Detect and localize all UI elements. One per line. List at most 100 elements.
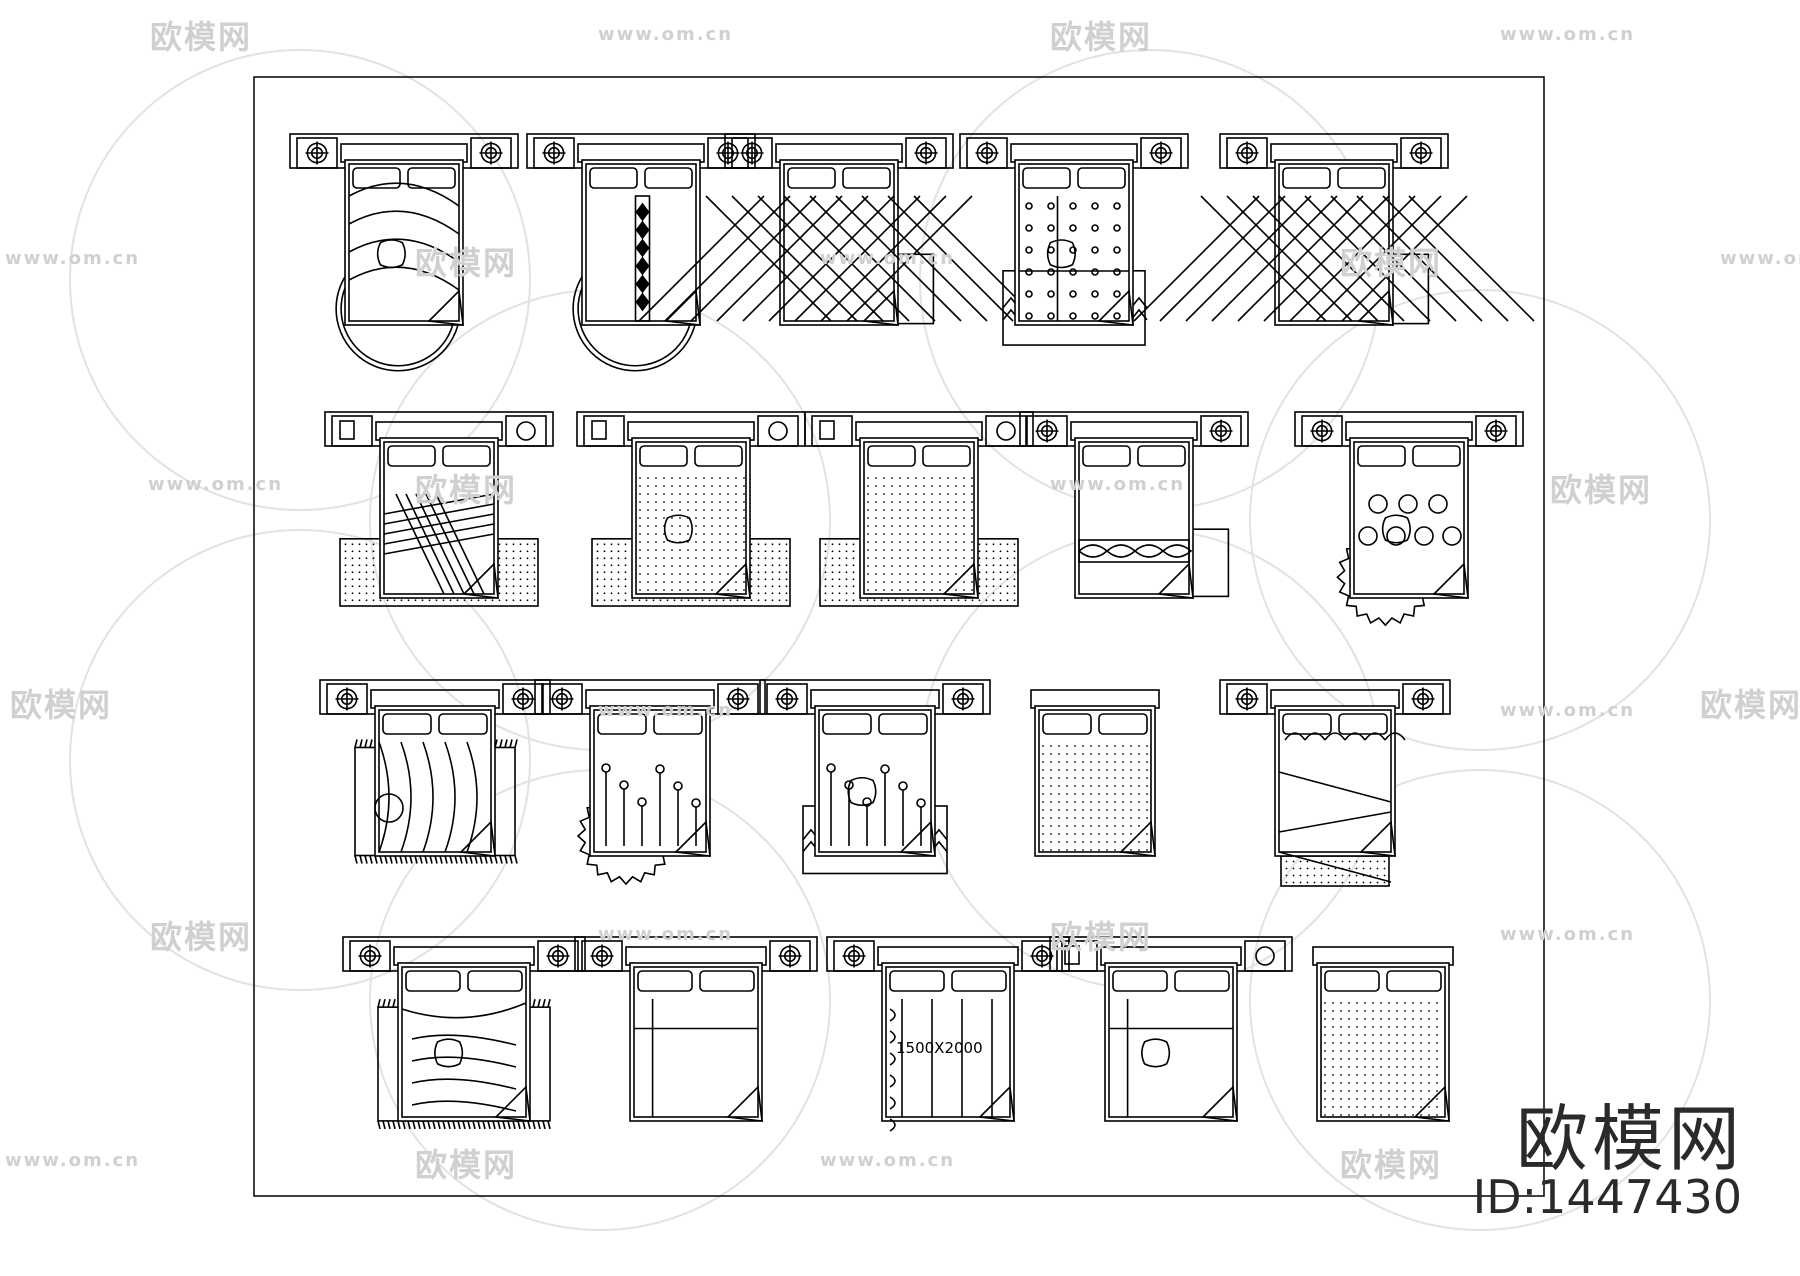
fabric-dot bbox=[647, 541, 649, 543]
nightstand bbox=[717, 683, 759, 715]
fabric-dot bbox=[1114, 777, 1116, 779]
watermark-url-text: www.om.cn bbox=[5, 1150, 141, 1171]
duvet-curve bbox=[348, 266, 460, 291]
plaid-line bbox=[425, 493, 475, 595]
fabric-dot bbox=[1013, 557, 1016, 560]
fabric-dot bbox=[1356, 1114, 1358, 1116]
pillow bbox=[467, 970, 523, 992]
rug-fringe bbox=[542, 1120, 546, 1130]
fabric-dot bbox=[875, 509, 877, 511]
fabric-dot bbox=[1130, 777, 1132, 779]
fabric-dot bbox=[785, 543, 788, 546]
fabric-dot bbox=[1396, 1042, 1398, 1044]
fabric-dot bbox=[1074, 841, 1076, 843]
pillow bbox=[1338, 713, 1388, 735]
fabric-dot bbox=[1348, 1058, 1350, 1060]
fabric-dot bbox=[1006, 599, 1009, 602]
fabric-dot bbox=[1404, 1002, 1406, 1004]
fabric-dot bbox=[883, 517, 885, 519]
fabric-dot bbox=[519, 578, 522, 581]
diamond-mark bbox=[635, 256, 650, 276]
fabric-dot bbox=[735, 477, 737, 479]
fabric-dot bbox=[1380, 1106, 1382, 1108]
bed-symbol bbox=[1312, 946, 1454, 1122]
fabric-dot bbox=[1388, 1026, 1390, 1028]
pillow bbox=[1098, 713, 1148, 735]
fabric-dot bbox=[963, 477, 965, 479]
fabric-dot bbox=[915, 557, 917, 559]
fabric-dot bbox=[1364, 1034, 1366, 1036]
fabric-dot bbox=[727, 485, 729, 487]
fabric-dot bbox=[679, 493, 681, 495]
stem-head bbox=[916, 798, 926, 808]
fabric-dot bbox=[1050, 849, 1052, 851]
rug-fringe bbox=[442, 1120, 446, 1130]
fabric-dot bbox=[1396, 1074, 1398, 1076]
fabric-dot bbox=[947, 581, 949, 583]
fabric-dot bbox=[372, 557, 375, 560]
fabric-dot bbox=[764, 543, 767, 546]
fabric-dot bbox=[1114, 849, 1116, 851]
fabric-dot bbox=[533, 557, 536, 560]
fabric-dot bbox=[344, 564, 347, 567]
rug-fringe bbox=[409, 855, 413, 864]
fabric-dot bbox=[1042, 809, 1044, 811]
fabric-dot bbox=[639, 565, 641, 567]
fabric-dot bbox=[679, 549, 681, 551]
fabric-dot bbox=[992, 578, 995, 581]
scallop bbox=[1304, 732, 1326, 741]
throw-pillow bbox=[1141, 1038, 1171, 1068]
fabric-dot bbox=[379, 599, 382, 602]
fabric-dot bbox=[1356, 1034, 1358, 1036]
fabric-dot bbox=[1356, 1042, 1358, 1044]
bed-symbol bbox=[1219, 679, 1451, 887]
fabric-dot bbox=[687, 485, 689, 487]
fabric-dot bbox=[639, 557, 641, 559]
fabric-dot bbox=[624, 585, 627, 588]
rug-fringe bbox=[439, 855, 443, 864]
mattress bbox=[1034, 705, 1156, 857]
fabric-dot bbox=[1364, 1002, 1366, 1004]
mattress-inner bbox=[1108, 966, 1234, 1118]
fabric-dot bbox=[875, 581, 877, 583]
fabric-dot bbox=[931, 501, 933, 503]
fabric-dot bbox=[999, 578, 1002, 581]
fabric-dot bbox=[727, 477, 729, 479]
fabric-dot bbox=[971, 541, 973, 543]
stem-head bbox=[898, 781, 908, 791]
rug-fringe bbox=[419, 855, 423, 864]
fabric-dot bbox=[735, 541, 737, 543]
fabric-dot bbox=[891, 565, 893, 567]
fabric-dot bbox=[727, 509, 729, 511]
fabric-dot bbox=[1436, 1114, 1438, 1116]
fabric-dot bbox=[1082, 809, 1084, 811]
fabric-dot bbox=[679, 573, 681, 575]
fabric-dot bbox=[1098, 785, 1100, 787]
fabric-dot bbox=[1324, 1018, 1326, 1020]
fabric-dot bbox=[1006, 585, 1009, 588]
fabric-dot bbox=[1356, 1106, 1358, 1108]
bed-symbol bbox=[534, 679, 766, 886]
fabric-dot bbox=[695, 581, 697, 583]
fabric-dot bbox=[703, 493, 705, 495]
fabric-dot bbox=[891, 501, 893, 503]
mattress-inner bbox=[635, 441, 747, 595]
fabric-dot bbox=[875, 525, 877, 527]
fabric-dot bbox=[757, 543, 760, 546]
fabric-dot bbox=[1348, 1074, 1350, 1076]
fabric-dot bbox=[1420, 1002, 1422, 1004]
fabric-dot bbox=[1324, 1050, 1326, 1052]
fabric-dot bbox=[727, 525, 729, 527]
duvet-corner-fold bbox=[1119, 820, 1156, 857]
bed-dimension-label: 1500X2000 bbox=[896, 1039, 983, 1057]
fabric-dot bbox=[1404, 1098, 1406, 1100]
duvet-circle bbox=[1069, 224, 1077, 232]
lattice-line bbox=[1226, 195, 1353, 322]
lattice-line bbox=[861, 195, 988, 322]
duvet-curve bbox=[348, 210, 460, 235]
fabric-dot bbox=[907, 541, 909, 543]
stem-head bbox=[637, 797, 647, 807]
fabric-dot bbox=[1006, 592, 1009, 595]
fabric-dot bbox=[1396, 1010, 1398, 1012]
fabric-dot bbox=[663, 541, 665, 543]
